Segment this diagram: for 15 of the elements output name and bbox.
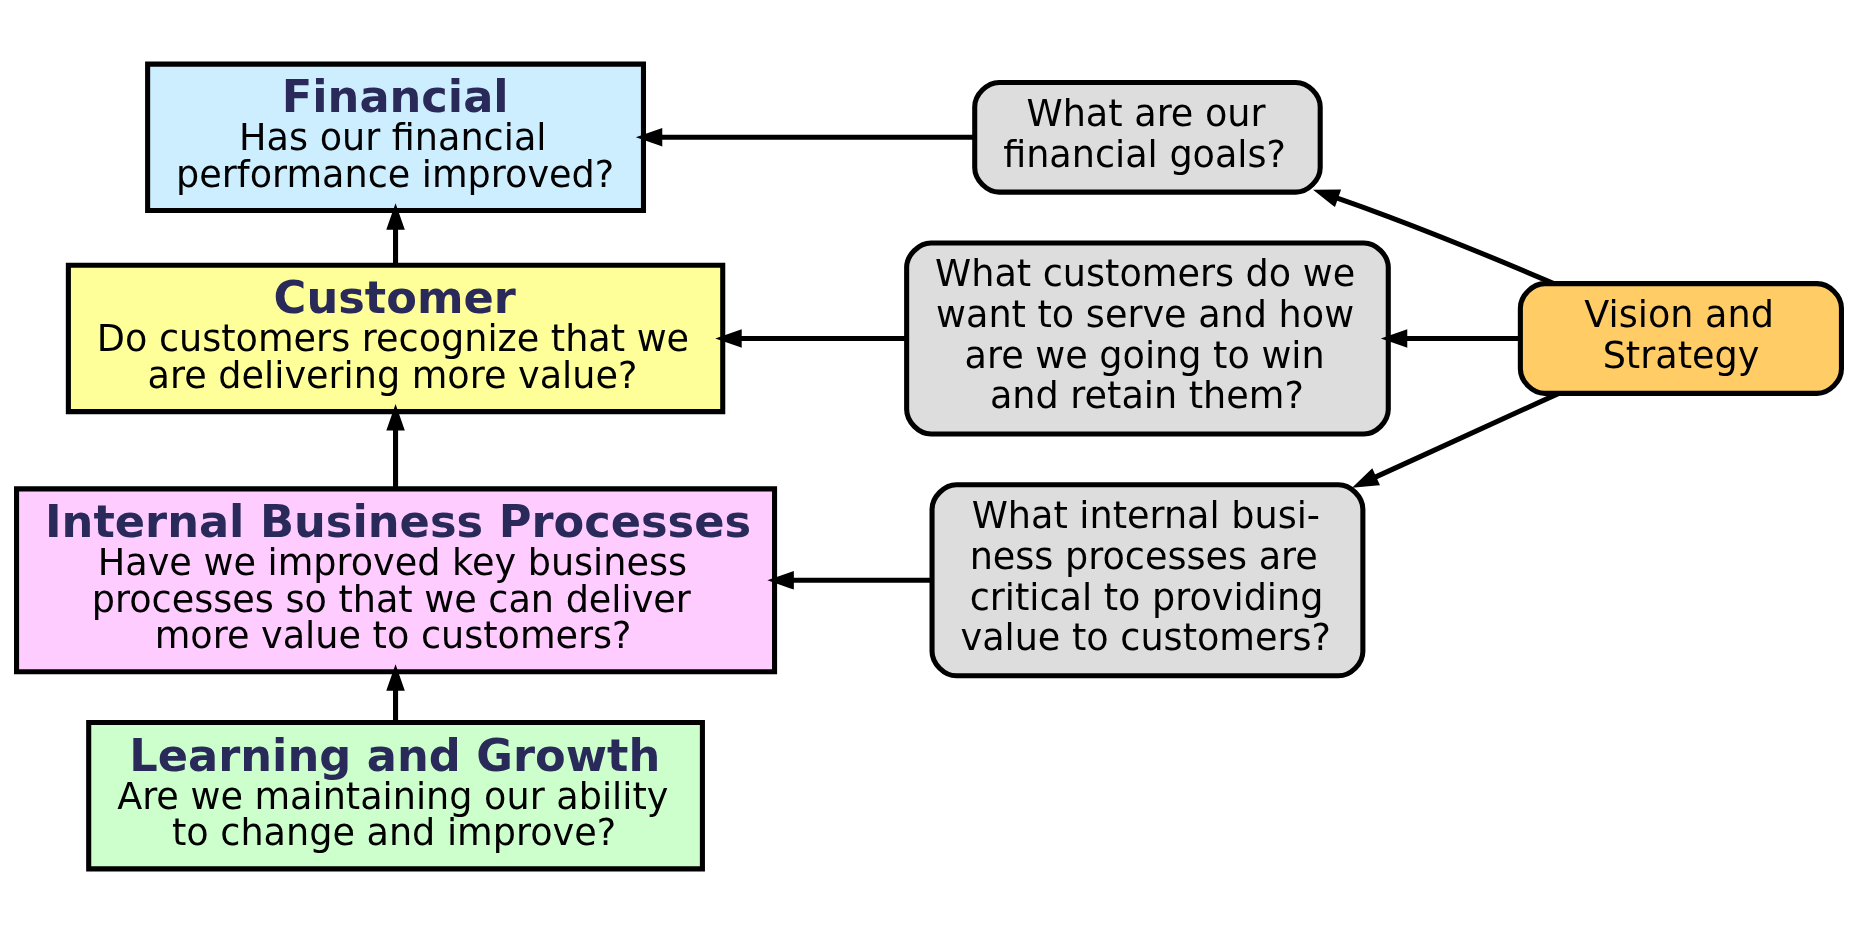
arrow — [386, 664, 405, 723]
node-box: Internal Business Processes Have we improved key business processes so that we can deliver more value to customers? — [14, 486, 778, 675]
node-box: What internal busi- ness processes are critical to providing value to customers? — [929, 482, 1366, 679]
arrow — [386, 203, 405, 265]
arrow — [635, 128, 974, 147]
arrow — [1380, 329, 1521, 348]
arrow — [715, 329, 907, 348]
node-box: What customers do we want to serve and how are we going to win and retain them? — [904, 240, 1391, 437]
node-box: Vision and Strategy — [1517, 281, 1844, 396]
node-box: Customer Do customers recognize that we are delivering more value? — [65, 262, 726, 415]
arrow — [386, 404, 405, 489]
arrow — [767, 571, 932, 590]
node-box: Financial Has our financial performance improved? — [145, 61, 646, 213]
node-box: What are our financial goals? — [972, 79, 1323, 195]
node-box: Learning and Growth Are we maintaining our ability to change and improve? — [86, 720, 705, 872]
